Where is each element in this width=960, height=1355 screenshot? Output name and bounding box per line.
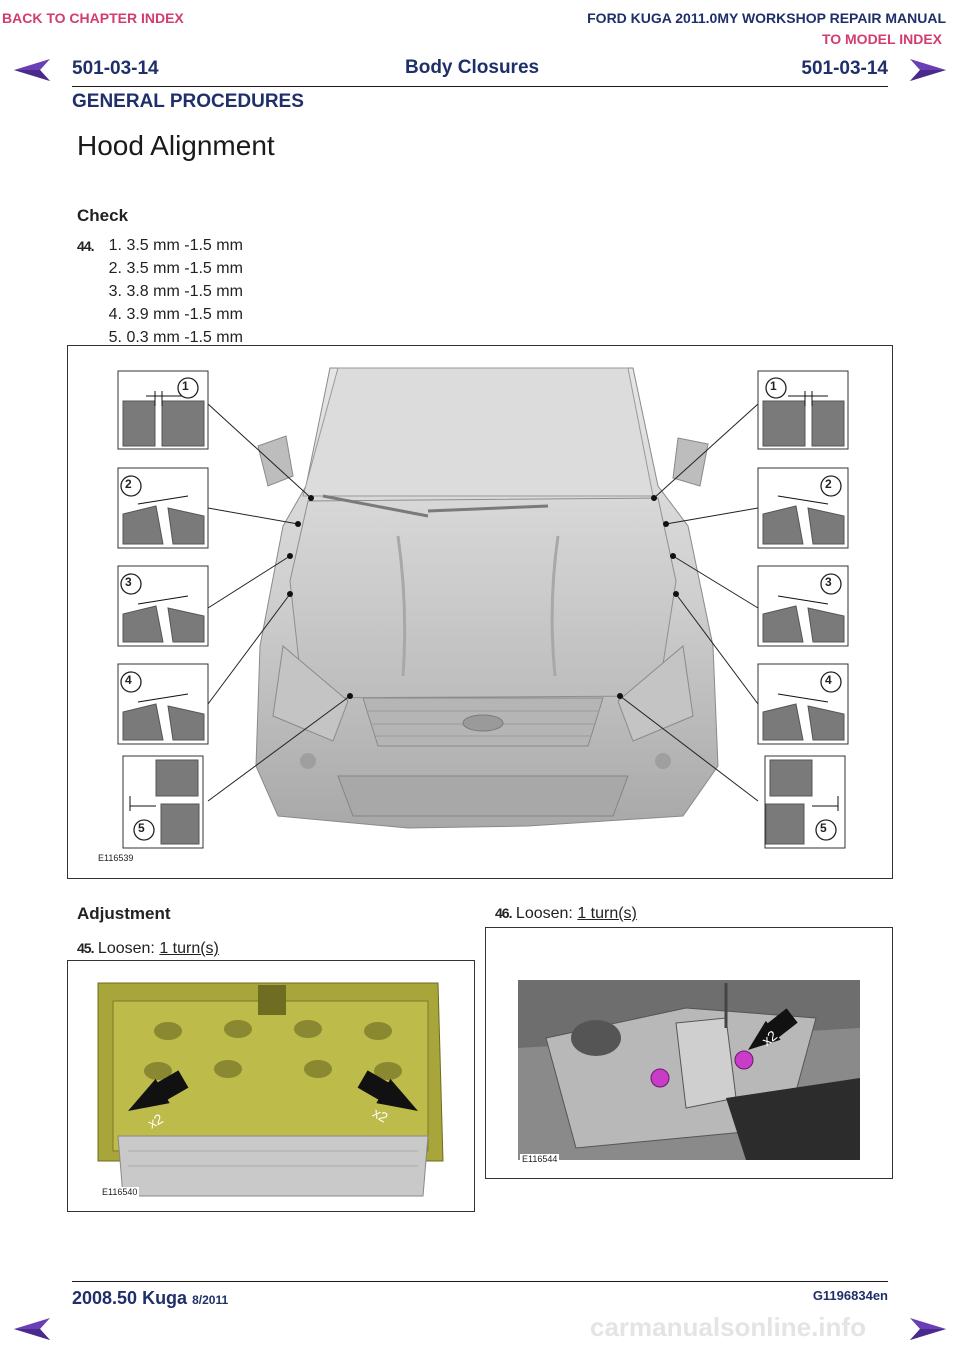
hood-underside-figure: x2 x2 E116540 xyxy=(67,960,475,1212)
hood-underside-illustration xyxy=(97,982,444,1197)
to-model-index-link[interactable]: TO MODEL INDEX xyxy=(821,31,942,47)
manual-title: FORD KUGA 2011.0MY WORKSHOP REPAIR MANUA… xyxy=(587,10,946,26)
callout-3-right: 3 xyxy=(825,575,832,589)
list-item: 5. 0.3 mm -1.5 mm xyxy=(108,329,243,346)
hood-gap-illustration xyxy=(117,367,849,849)
footer-rule xyxy=(72,1281,888,1282)
hood-latch-figure: x2 E116544 xyxy=(485,927,893,1179)
hood-latch-illustration xyxy=(518,980,860,1160)
footer-model: 2008.50 Kuga 8/2011 xyxy=(72,1288,228,1309)
hood-gap-figure: 1 2 3 4 5 1 2 3 4 5 E116539 xyxy=(67,345,893,879)
procedure-category: GENERAL PROCEDURES xyxy=(72,91,304,112)
callout-2-left: 2 xyxy=(125,477,132,491)
step-45-number: 45. xyxy=(77,940,94,956)
step-45: 45. Loosen: 1 turn(s) xyxy=(77,940,219,958)
callout-5-left: 5 xyxy=(138,821,145,835)
step-45-value-link[interactable]: 1 turn(s) xyxy=(159,940,219,957)
section-code-right: 501-03-14 xyxy=(801,58,888,79)
figure-id: E116540 xyxy=(100,1187,140,1197)
list-item: 4. 3.9 mm -1.5 mm xyxy=(108,306,243,323)
footer-doc-code: G1196834en xyxy=(812,1288,888,1303)
adjustment-heading: Adjustment xyxy=(77,904,171,923)
next-page-arrow-icon[interactable] xyxy=(908,57,948,83)
figure-id: E116544 xyxy=(520,1154,560,1164)
callout-5-right: 5 xyxy=(820,821,827,835)
figure-id: E116539 xyxy=(98,853,134,863)
step-45-text: Loosen: xyxy=(97,940,155,957)
callout-1-right: 1 xyxy=(770,379,777,393)
header-rule xyxy=(72,86,888,87)
check-heading: Check xyxy=(77,206,129,225)
check-list: 1. 3.5 mm -1.5 mm 2. 3.5 mm -1.5 mm 3. 3… xyxy=(100,234,243,349)
watermark: carmanualsonline.info xyxy=(590,1312,866,1342)
step-46: 46. Loosen: 1 turn(s) xyxy=(495,905,637,923)
section-title: Body Closures xyxy=(405,57,540,78)
step-46-text: Loosen: xyxy=(515,905,573,922)
step-46-number: 46. xyxy=(495,905,512,921)
footer-model-name: 2008.50 Kuga xyxy=(72,1288,188,1308)
previous-page-arrow-icon[interactable] xyxy=(12,1316,52,1342)
footer-date: 8/2011 xyxy=(192,1293,229,1307)
previous-page-arrow-icon[interactable] xyxy=(12,57,52,83)
callout-4-right: 4 xyxy=(825,673,832,687)
list-item: 2. 3.5 mm -1.5 mm xyxy=(108,260,243,277)
step-46-value-link[interactable]: 1 turn(s) xyxy=(577,905,637,922)
list-item: 1. 3.5 mm -1.5 mm xyxy=(108,237,243,254)
callout-3-left: 3 xyxy=(125,575,132,589)
section-code-left: 501-03-14 xyxy=(72,58,159,79)
page-title: Hood Alignment xyxy=(77,130,275,161)
next-page-arrow-icon[interactable] xyxy=(908,1316,948,1342)
list-item: 3. 3.8 mm -1.5 mm xyxy=(108,283,243,300)
callout-2-right: 2 xyxy=(825,477,832,491)
callout-1-left: 1 xyxy=(182,379,189,393)
back-to-chapter-index-link[interactable]: BACK TO CHAPTER INDEX xyxy=(2,10,184,26)
step-44-number: 44. xyxy=(77,238,94,254)
callout-4-left: 4 xyxy=(125,673,132,687)
